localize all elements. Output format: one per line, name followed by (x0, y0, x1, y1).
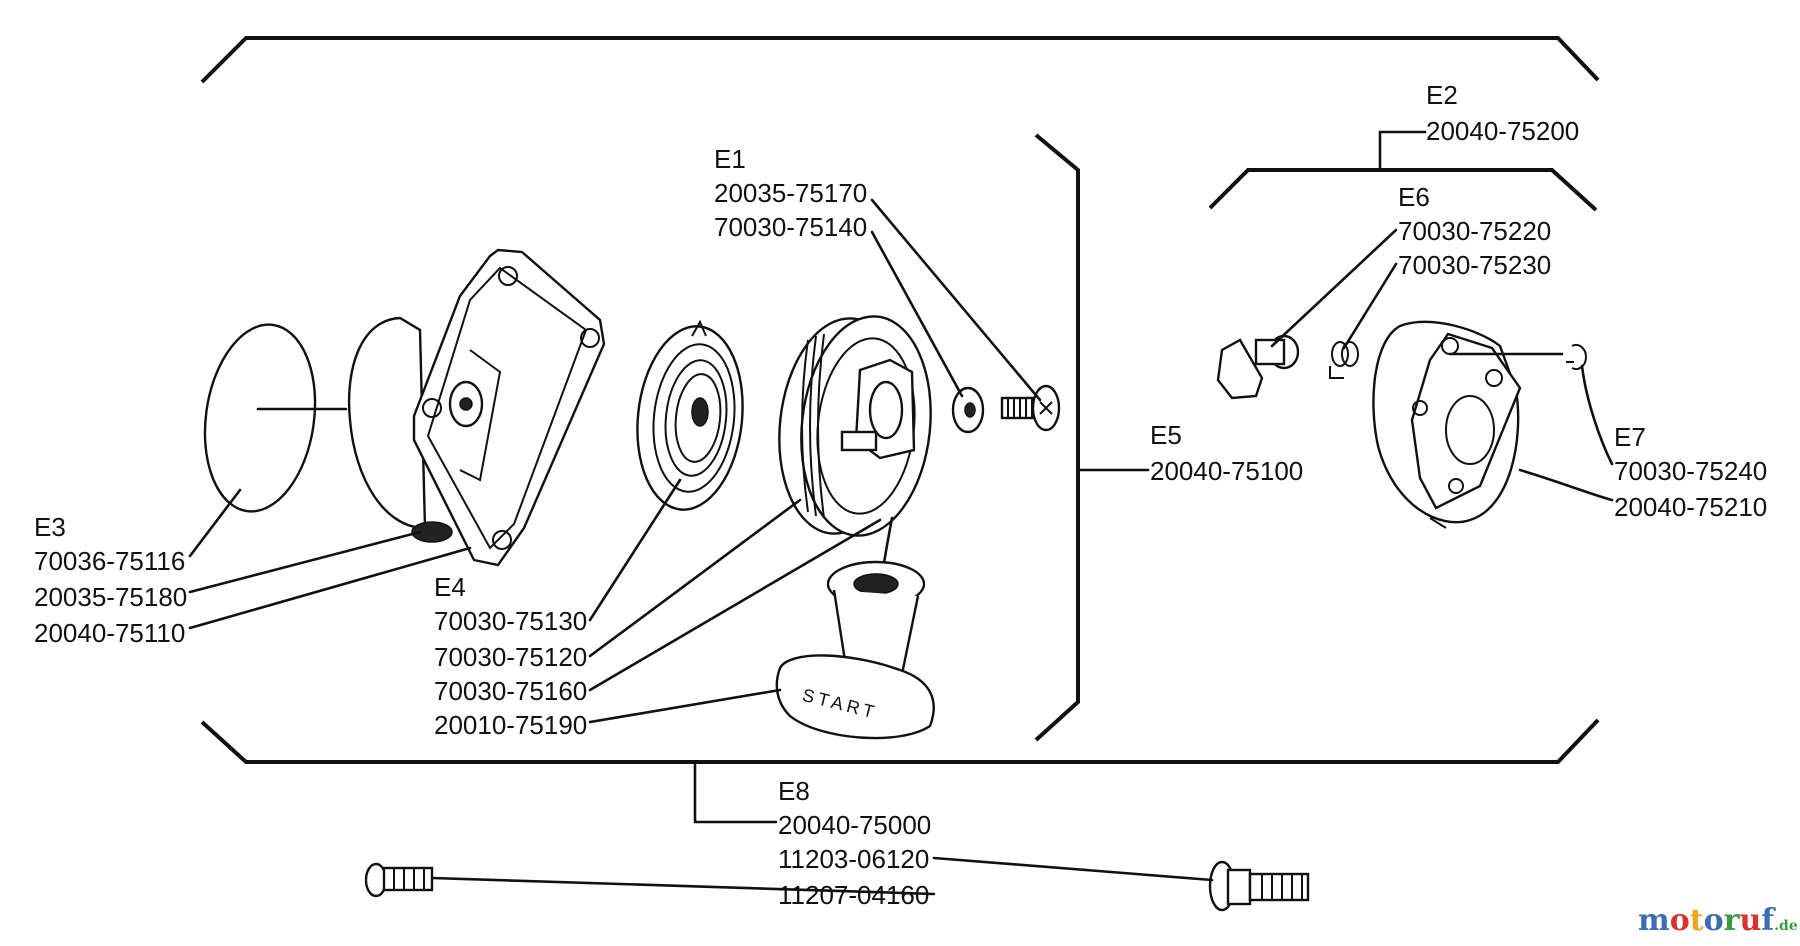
starter-handle: START (775, 516, 935, 740)
ratchet-plate (1372, 320, 1522, 529)
callout-e6: E6 70030-75220 70030-75230 (1398, 182, 1551, 280)
small-spring (1329, 341, 1359, 379)
callout-e4: E4 70030-75130 70030-75120 70030-75160 2… (434, 572, 587, 740)
bolt-11207 (364, 862, 434, 898)
callout-e8-part: 11207-04160 (778, 880, 929, 910)
callout-e6-ref: E6 (1398, 182, 1430, 212)
callout-e5-ref: E5 (1150, 420, 1182, 450)
callout-e4-part: 70030-75130 (434, 606, 587, 636)
callout-e2-ref: E2 (1426, 80, 1458, 110)
callout-e3: E3 70036-75116 20035-75180 20040-75110 (34, 512, 187, 648)
callout-e4-ref: E4 (434, 572, 466, 602)
e8-bracket-leader (693, 763, 778, 824)
callout-e8-part: 20040-75000 (778, 810, 931, 840)
watermark-suffix: .de (1774, 918, 1798, 934)
callout-e1-part: 20035-75170 (714, 178, 867, 208)
leader-lines (188, 198, 1614, 896)
watermark-letter: o (1704, 903, 1724, 938)
callout-e3-part: 20035-75180 (34, 582, 187, 612)
watermark-letter: t (1690, 903, 1704, 938)
callout-e8-ref: E8 (778, 776, 810, 806)
bolt-11203 (1208, 860, 1310, 912)
watermark-letter: f (1761, 903, 1776, 938)
callout-e4-part: 20010-75190 (434, 710, 587, 740)
callout-e5-part: 20040-75100 (1150, 456, 1303, 486)
e-clip (1566, 344, 1587, 370)
callout-e1-ref: E1 (714, 144, 746, 174)
watermark-letter: o (1670, 903, 1690, 938)
callout-e8: E8 20040-75000 11203-06120 11207-04160 (778, 776, 931, 910)
watermark-logo: motoruf.de (1638, 903, 1798, 938)
spiral-spring (636, 319, 744, 511)
recoil-pulley (778, 315, 932, 537)
watermark-letter: r (1724, 903, 1741, 938)
callout-e3-part: 70036-75116 (34, 546, 185, 576)
callout-e7-ref: E7 (1614, 422, 1646, 452)
callout-e2: E2 20040-75200 (1426, 80, 1579, 146)
callout-e1: E1 20035-75170 70030-75140 (714, 144, 867, 242)
callout-e7-part: 70030-75240 (1614, 456, 1767, 486)
washer (951, 386, 985, 434)
watermark-letter: m (1638, 903, 1670, 938)
callout-e8-part: 11203-06120 (778, 844, 929, 874)
screw-e1 (1000, 384, 1061, 432)
callout-e7: E7 70030-75240 20040-75210 (1614, 422, 1767, 522)
callout-e2-part: 20040-75200 (1426, 116, 1579, 146)
callout-e6-part: 70030-75230 (1398, 250, 1551, 280)
e5-bracket (1034, 133, 1150, 742)
callout-e7-part: 20040-75210 (1614, 492, 1767, 522)
callout-e5: E5 20040-75100 (1150, 420, 1303, 486)
callout-e3-part: 20040-75110 (34, 618, 185, 648)
callout-e1-part: 70030-75140 (714, 212, 867, 242)
gasket-disc (203, 323, 348, 513)
outer-bracket (200, 36, 1600, 764)
callout-e4-part: 70030-75160 (434, 676, 587, 706)
recoil-housing (347, 248, 606, 567)
callout-e4-part: 70030-75120 (434, 642, 587, 672)
watermark-letter: u (1739, 903, 1761, 938)
e2-bracket (1208, 130, 1598, 212)
callout-e6-part: 70030-75220 (1398, 216, 1551, 246)
callout-e3-ref: E3 (34, 512, 66, 542)
pawl-part (1216, 334, 1300, 400)
